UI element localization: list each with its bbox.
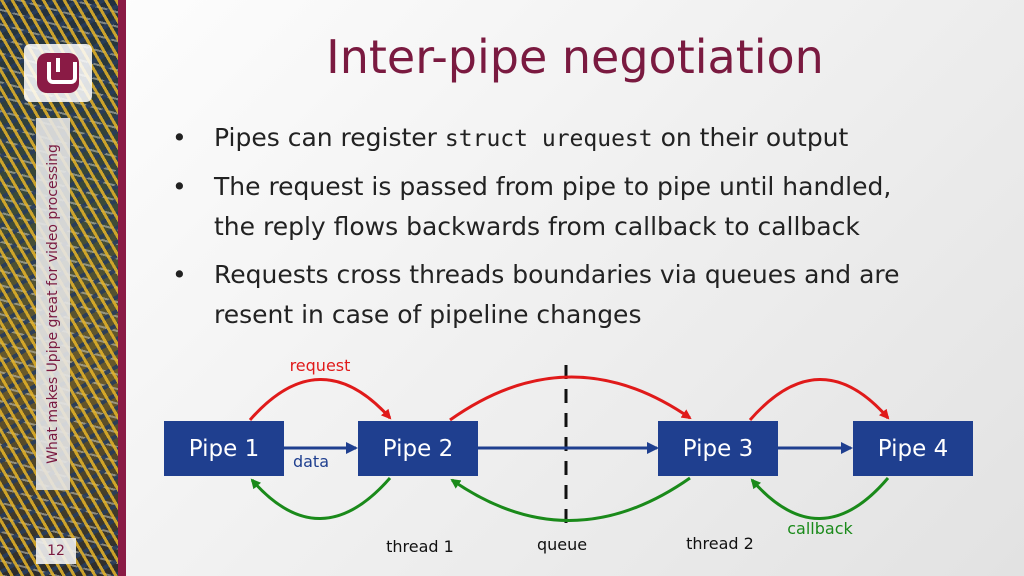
- callback-arrow: [450, 476, 691, 522]
- bullet-list: Pipes can register struct urequest on th…: [172, 118, 992, 343]
- pipe-2-node: Pipe 2: [358, 421, 478, 476]
- bullet-item: The request is passed from pipe to pipe …: [172, 167, 992, 247]
- page-number: 12: [36, 538, 76, 564]
- bullet-item: Requests cross threads boundaries via qu…: [172, 255, 992, 335]
- callback-arrow: [250, 477, 392, 520]
- pipe-4-node: Pipe 4: [853, 421, 973, 476]
- data-label: data: [293, 452, 329, 471]
- request-arrow: [748, 378, 890, 421]
- bullet-text-line1: The request is passed from pipe to pipe …: [214, 172, 892, 201]
- slide-title: Inter-pipe negotiation: [326, 30, 824, 84]
- request-arrow: [248, 378, 392, 421]
- pipe-1-box: [164, 421, 284, 476]
- pipe-1-node: Pipe 1: [164, 421, 284, 476]
- bullet-text-line1: Requests cross threads boundaries via qu…: [214, 260, 900, 289]
- code-struct-urequest: struct urequest: [444, 126, 653, 152]
- bullet-text-line2: resent in case of pipeline changes: [214, 300, 642, 329]
- pipe-2-label: Pipe 2: [383, 436, 453, 462]
- pipe-2-box: [358, 421, 478, 476]
- bullet-text: on their output: [652, 123, 849, 152]
- pipe-3-label: Pipe 3: [683, 436, 753, 462]
- side-title-box: What makes Upipe great for video process…: [36, 118, 70, 490]
- thread-1-label: thread 1: [386, 537, 454, 556]
- bullet-text: Pipes can register: [214, 123, 445, 152]
- upipe-logo: [24, 44, 92, 102]
- pipe-3-node: Pipe 3: [658, 421, 778, 476]
- callback-label: callback: [787, 519, 853, 538]
- queue-label: queue: [537, 535, 587, 554]
- bullet-text-line2: the reply flows backwards from callback …: [214, 212, 860, 241]
- pipe-1-label: Pipe 1: [189, 436, 259, 462]
- bullet-item: Pipes can register struct urequest on th…: [172, 118, 992, 159]
- thread-2-label: thread 2: [686, 534, 754, 553]
- pipe-3-box: [658, 421, 778, 476]
- strip-border: [118, 0, 126, 576]
- pipe-4-label: Pipe 4: [878, 436, 948, 462]
- request-label: request: [290, 356, 351, 375]
- pipe-4-box: [853, 421, 973, 476]
- upipe-logo-icon: [37, 53, 79, 93]
- request-arrow: [449, 375, 692, 422]
- callback-arrow: [750, 477, 890, 520]
